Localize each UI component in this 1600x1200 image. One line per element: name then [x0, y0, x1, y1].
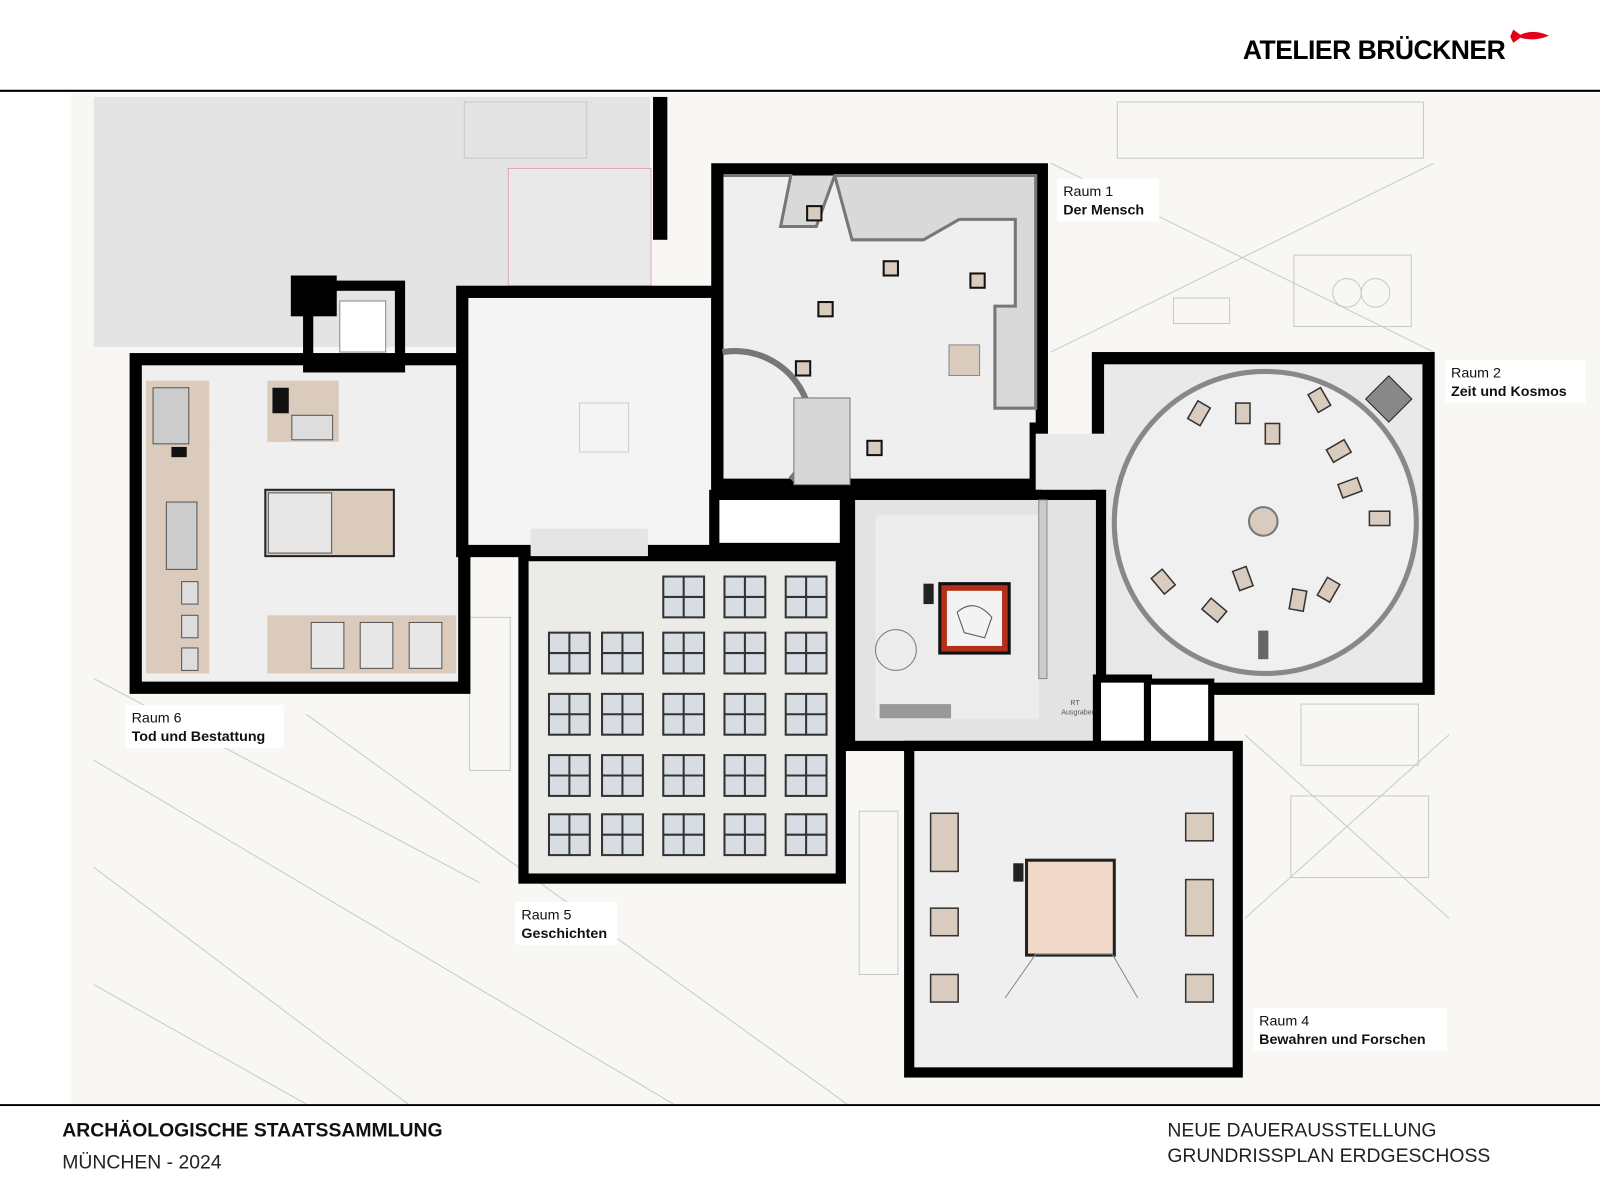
display-window [601, 631, 644, 675]
terrace-area [507, 168, 652, 287]
footer-institution: ARCHÄOLOGISCHE STAATSSAMMLUNG [62, 1119, 442, 1142]
showcase [1336, 476, 1364, 499]
showcase [1264, 422, 1281, 445]
display-window [662, 813, 706, 857]
room-4-name: Bewahren und Forschen [1259, 1032, 1425, 1048]
fish-logo-icon [1510, 29, 1549, 43]
footer-plan-title: GRUNDRISSPLAN ERDGESCHOSS [1167, 1145, 1490, 1167]
showcase [1200, 597, 1228, 624]
display-window [662, 692, 706, 736]
display-window [784, 813, 828, 857]
display-window [723, 692, 767, 736]
display-window [662, 631, 706, 675]
room-1 [653, 96, 1048, 491]
room-6-name: Tod und Bestattung [132, 729, 266, 745]
showcase [1316, 576, 1341, 604]
display-window [784, 754, 828, 797]
room-5 [518, 528, 846, 884]
display-window [547, 631, 591, 675]
brand-logo: ATELIER BRÜCKNER [1243, 29, 1549, 65]
footer-place-year: MÜNCHEN - 2024 [62, 1151, 222, 1173]
room-2 [1035, 352, 1435, 695]
display-window [547, 813, 591, 857]
showcase [1234, 402, 1251, 425]
display-window [723, 575, 767, 619]
room-5-name: Geschichten [521, 926, 607, 942]
showcase [1150, 568, 1177, 596]
room-2-number: Raum 2 [1451, 366, 1501, 382]
display-window [547, 754, 591, 797]
room-2-name: Zeit und Kosmos [1451, 384, 1567, 400]
note-ausgraben: Ausgraben [1061, 708, 1096, 716]
room-3: RT Ausgraben [844, 489, 1215, 752]
showcase [1288, 587, 1308, 613]
showcase [1325, 438, 1353, 464]
display-window [601, 813, 644, 857]
display-window [547, 692, 591, 736]
room-6-number: Raum 6 [132, 710, 182, 726]
display-window [601, 754, 644, 797]
room-1-name: Der Mensch [1063, 202, 1144, 218]
showcase [1368, 510, 1391, 527]
display-window [662, 575, 706, 619]
display-window [723, 631, 767, 675]
showcase [1186, 399, 1212, 427]
note-rt: RT [1070, 699, 1080, 707]
showcase [1307, 386, 1332, 414]
display-window [784, 692, 828, 736]
showcase [1231, 565, 1255, 592]
display-window [723, 754, 767, 797]
room-4-number: Raum 4 [1259, 1014, 1309, 1030]
display-window [723, 813, 767, 857]
room-5-number: Raum 5 [521, 907, 571, 923]
display-window [784, 631, 828, 675]
room-labels: Raum 1 Der Mensch Raum 2 Zeit und Kosmos… [125, 178, 1586, 1052]
room-6 [129, 275, 471, 694]
brand-name: ATELIER BRÜCKNER [1243, 35, 1506, 65]
footer-project: NEUE DAUERAUSSTELLUNG [1167, 1120, 1436, 1142]
display-window [662, 754, 706, 797]
display-window [601, 692, 644, 736]
room-1-number: Raum 1 [1063, 184, 1113, 200]
site-lines [93, 101, 1450, 1105]
room-4 [904, 740, 1243, 1078]
display-window [784, 575, 828, 619]
